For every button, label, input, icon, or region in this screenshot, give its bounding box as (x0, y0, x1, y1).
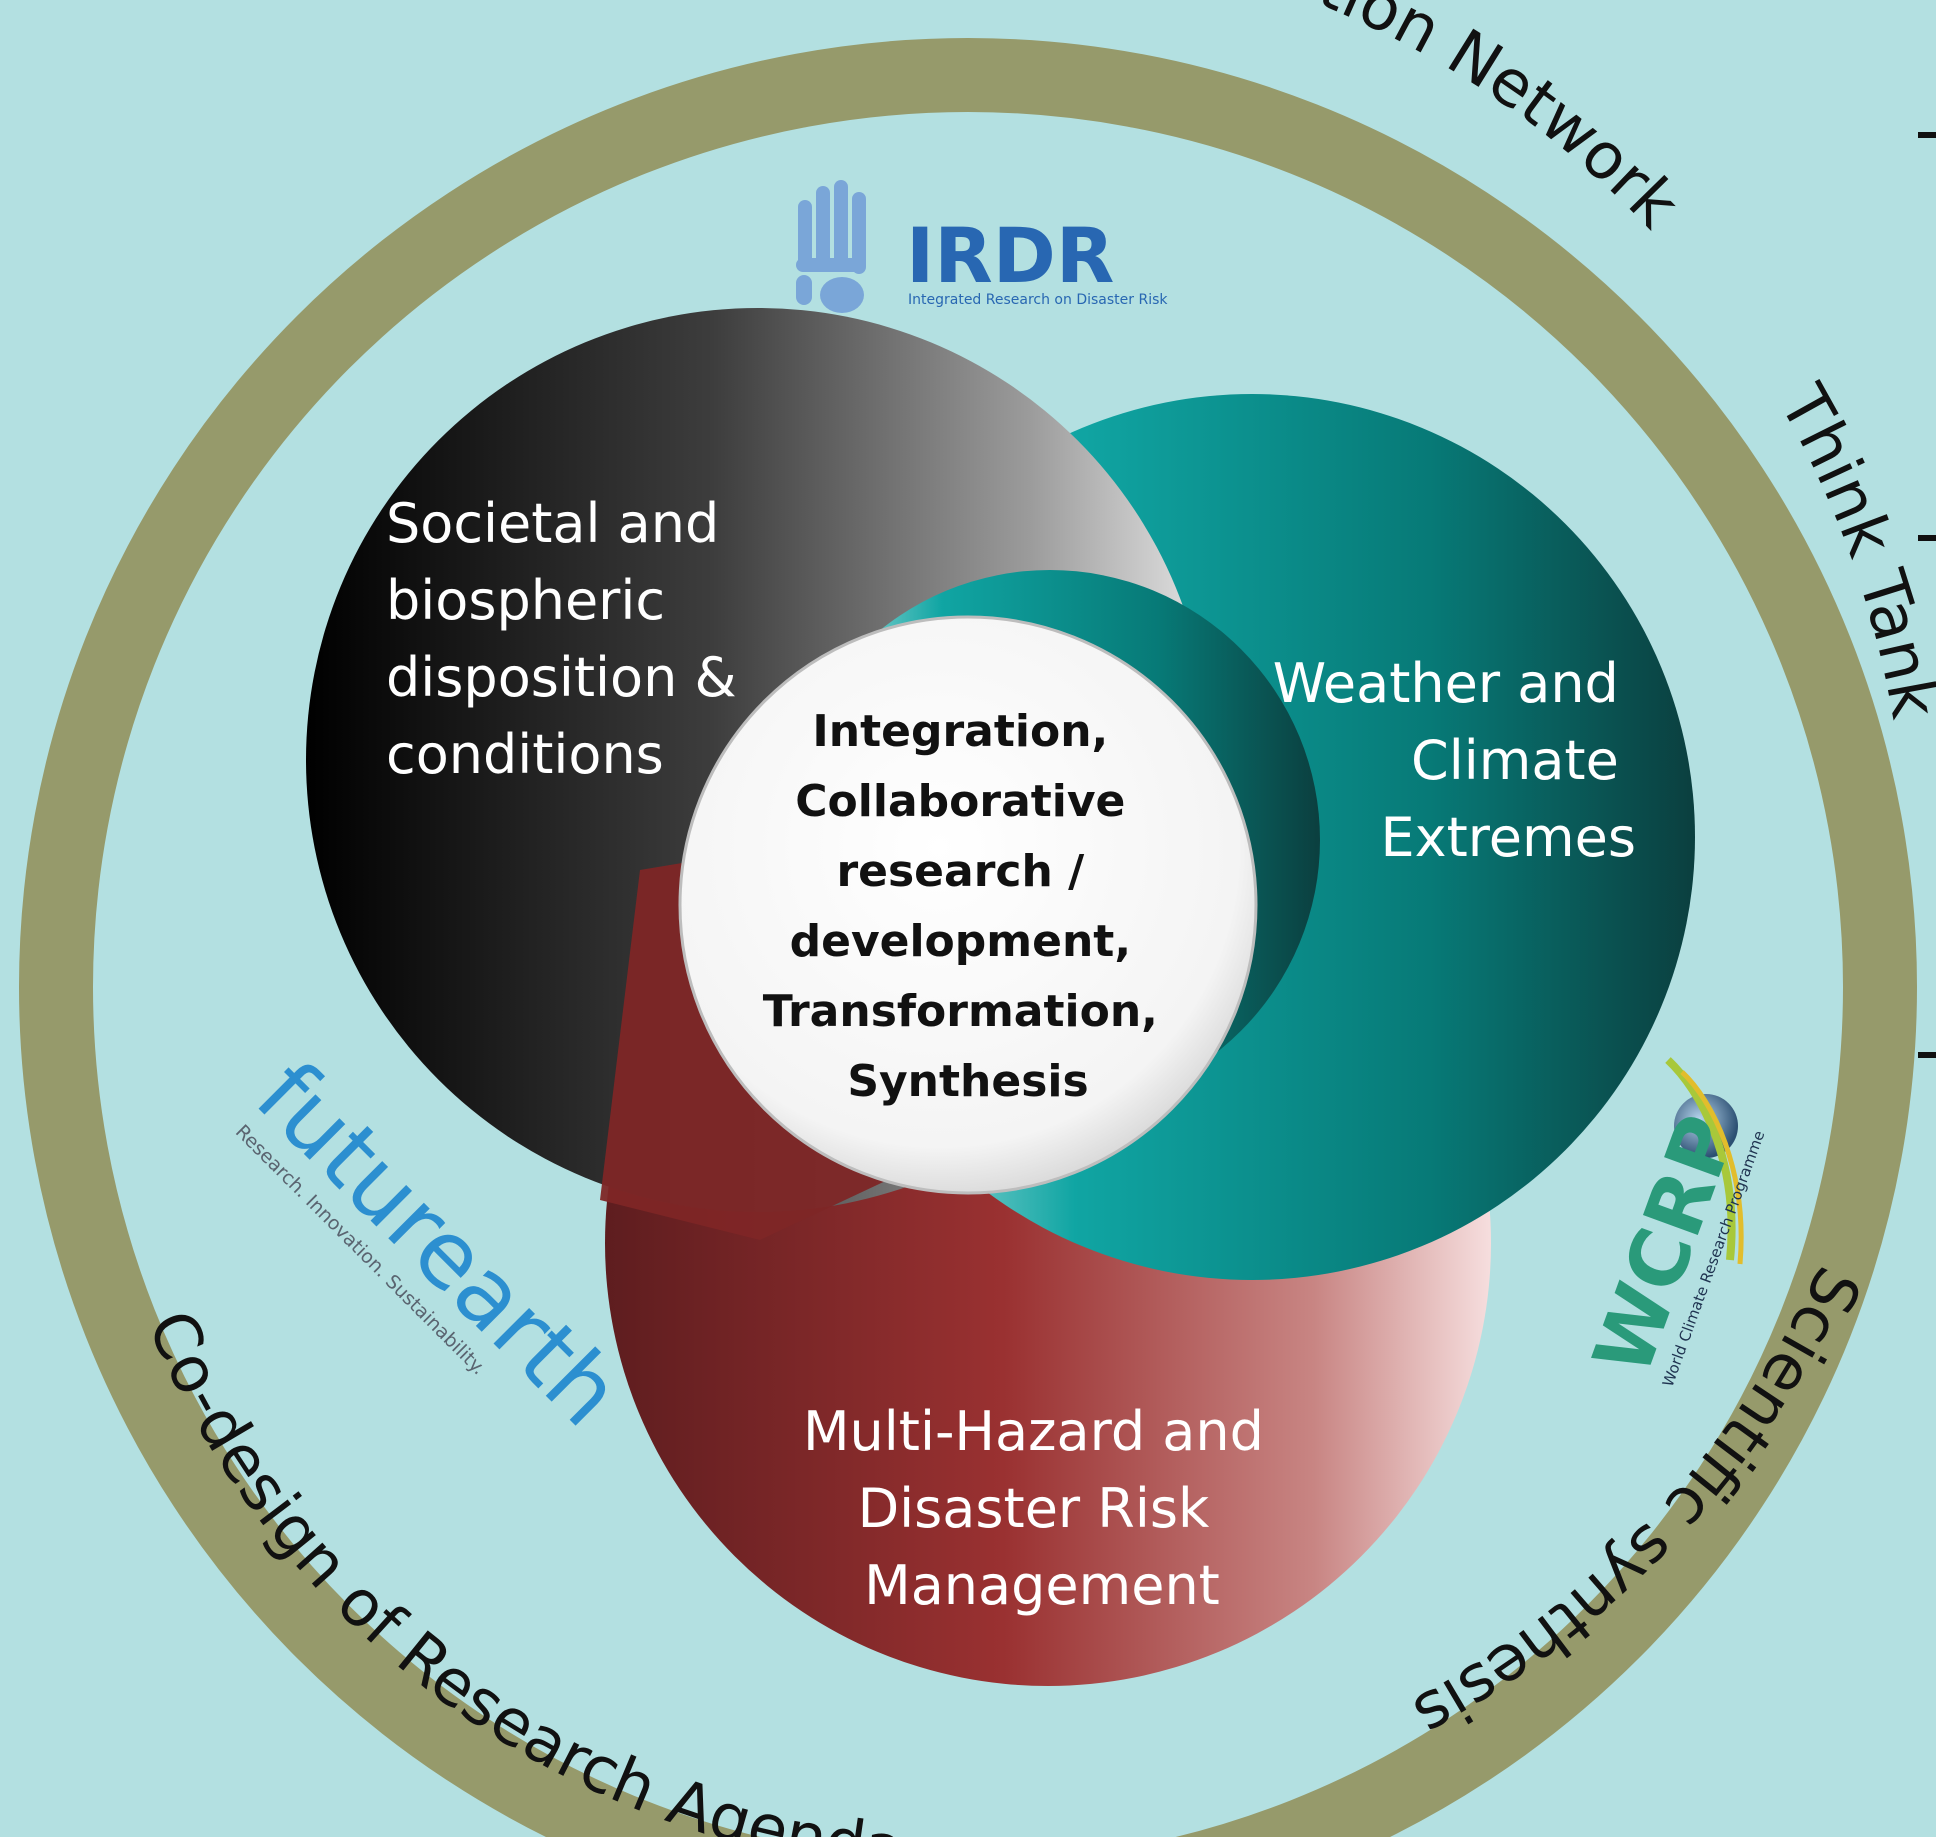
edge-tick (1918, 1052, 1936, 1058)
irdr-logo: IRDR Integrated Research on Disaster Ris… (796, 180, 1168, 313)
societal-label: Societal and biospheric disposition & co… (386, 492, 754, 786)
irdr-name: IRDR (906, 211, 1114, 300)
weather-label: Weather and Climate Extremes (1273, 652, 1636, 869)
hazard-label: Multi-Hazard and Disaster Risk Managemen… (803, 1400, 1281, 1617)
center-circle (678, 615, 1258, 1195)
edge-tick (1918, 132, 1936, 138)
outer-ring (19, 38, 1917, 1837)
wcrp-logo: WCRP World Climate Research Programme (1575, 1057, 1768, 1389)
edge-tick (1918, 535, 1936, 541)
hand-icon (796, 180, 866, 313)
irdr-subtitle: Integrated Research on Disaster Risk (908, 292, 1168, 308)
globe-icon (1674, 1094, 1738, 1158)
center-label: Integration, Collaborative research / de… (763, 706, 1173, 1107)
ribbon-icon (1665, 1057, 1736, 1261)
